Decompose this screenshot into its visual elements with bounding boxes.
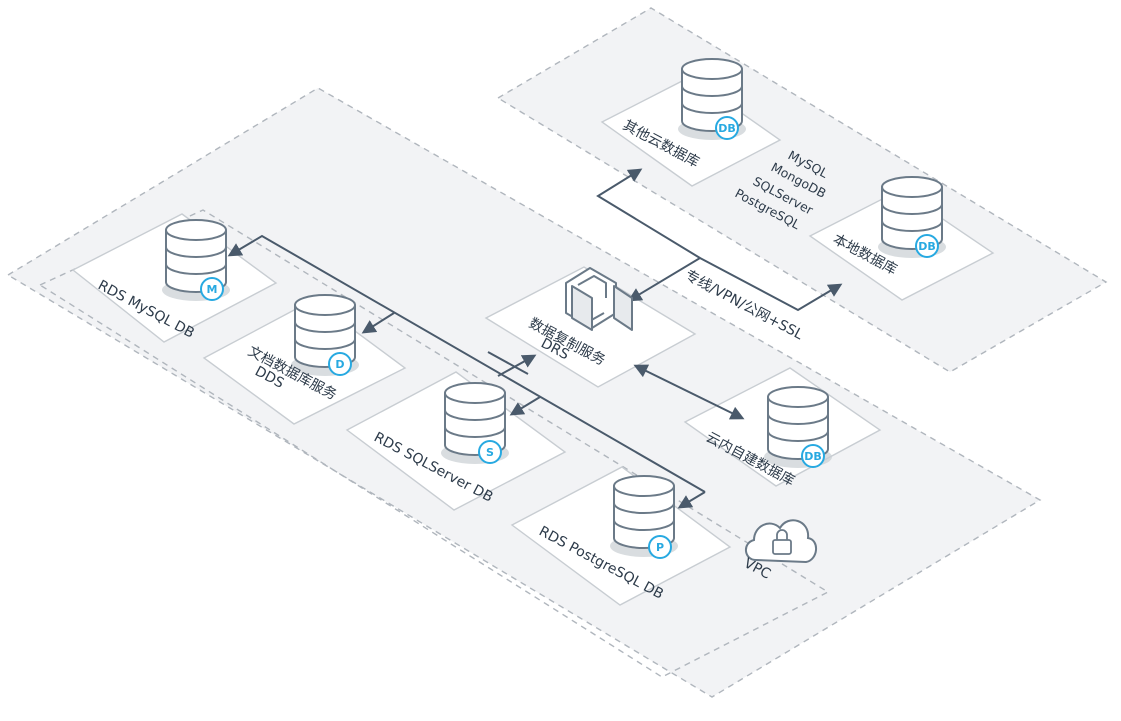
branch-sqlserver xyxy=(509,396,541,416)
backbone-line xyxy=(227,234,706,493)
badge-sqlserver: S xyxy=(478,440,502,464)
branch-postgresql xyxy=(677,491,706,509)
badge-local: DB xyxy=(915,234,939,258)
branch-dds xyxy=(361,312,395,334)
external-other-link xyxy=(596,168,701,259)
vpc-zone xyxy=(38,209,830,678)
badge-mysql: M xyxy=(200,277,224,301)
drs-external-link xyxy=(627,256,843,312)
drs-up xyxy=(497,354,537,377)
svg-text:M: M xyxy=(207,283,218,296)
badge-other-cloud: DB xyxy=(715,116,739,140)
badge-dds: D xyxy=(328,352,352,376)
svg-text:DB: DB xyxy=(718,122,736,135)
svg-text:DB: DB xyxy=(918,240,936,253)
drs-selfbuilt-link xyxy=(633,364,745,420)
badge-selfbuilt: DB xyxy=(801,444,825,468)
svg-text:P: P xyxy=(656,541,664,554)
drs-service-icon xyxy=(565,267,633,331)
vpc-cloud-lock-icon xyxy=(745,519,817,564)
drs-link xyxy=(487,351,529,375)
badge-postgresql: P xyxy=(648,535,672,559)
connector-lines xyxy=(227,168,843,509)
svg-text:DB: DB xyxy=(804,450,822,463)
svg-text:S: S xyxy=(486,446,494,459)
svg-text:D: D xyxy=(335,358,344,371)
